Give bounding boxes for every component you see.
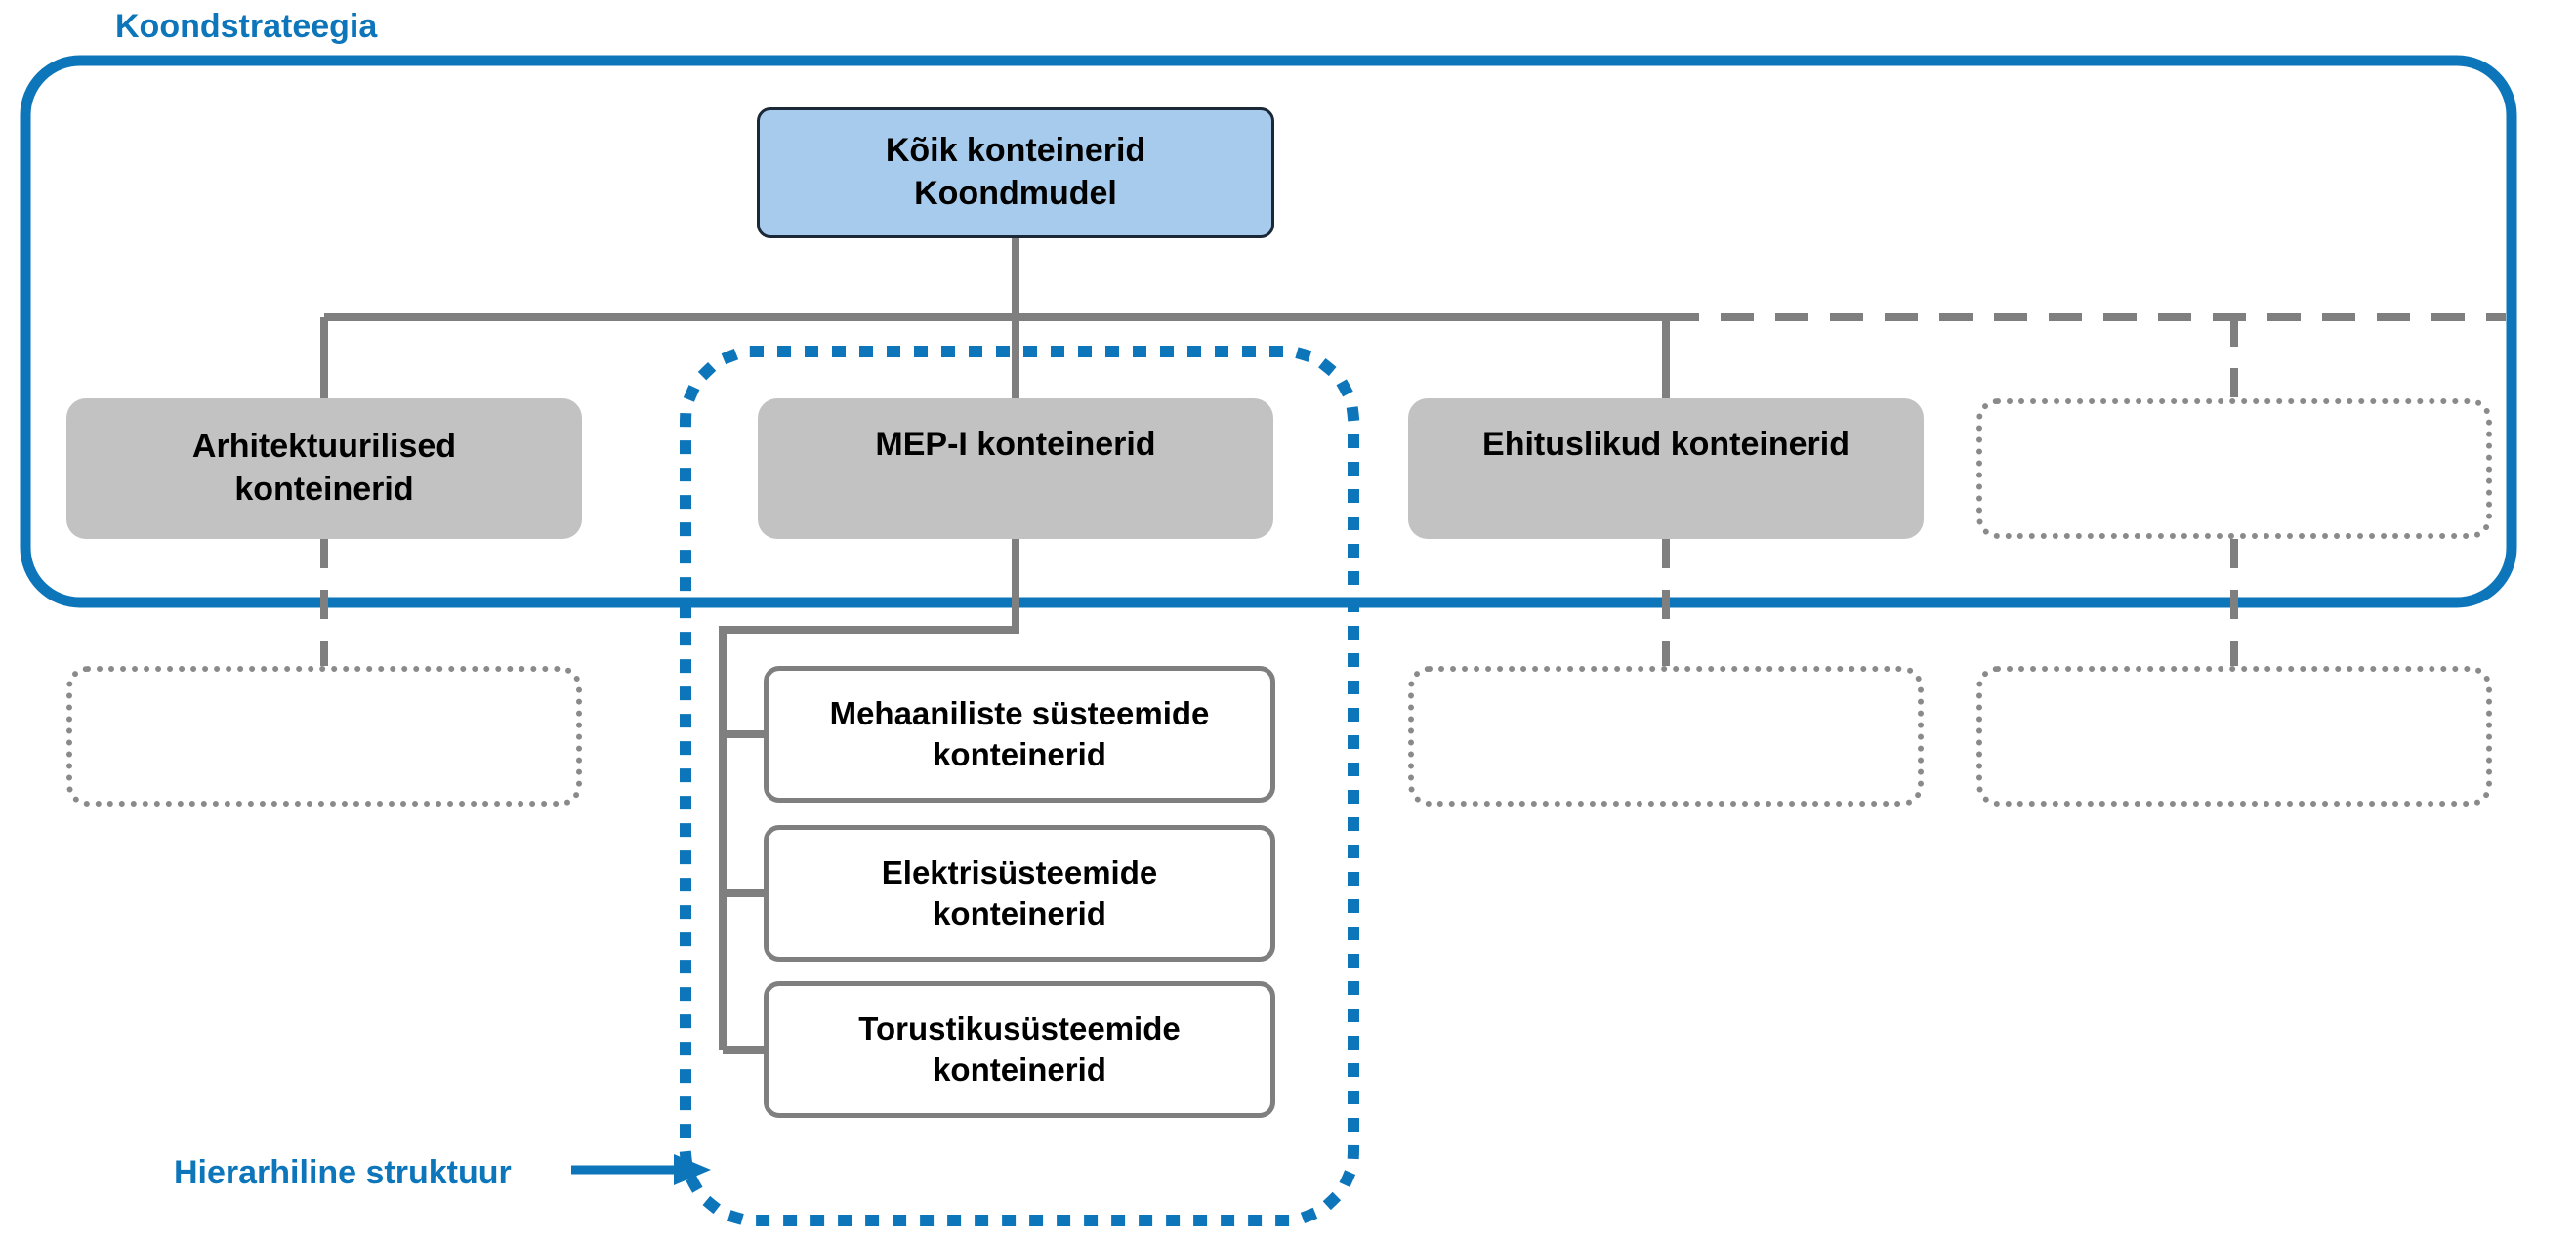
node-placeholder-bottom-right[interactable] — [1976, 666, 2492, 807]
node-group-mep-line1: MEP-I konteinerid — [875, 426, 1156, 463]
node-mep-child-torustiku[interactable]: Torustikusüsteemide konteinerid — [764, 981, 1275, 1118]
node-root-line1: Kõik konteinerid — [885, 132, 1146, 170]
node-mep-child-mehaanilised-line1: Mehaaniliste süsteemide — [829, 694, 1210, 731]
node-root-koondmudel[interactable]: Kõik konteinerid Koondmudel — [757, 107, 1274, 238]
hierarhiline-struktuur-label: Hierarhiline struktuur — [174, 1154, 512, 1191]
node-mep-child-elektri-line1: Elektrisüsteemide — [881, 853, 1158, 890]
hierarhiline-arrow-head — [674, 1154, 711, 1185]
node-group-mep[interactable]: MEP-I konteinerid — [758, 398, 1273, 539]
node-mep-child-elektri-line2: konteinerid — [933, 895, 1106, 931]
node-mep-child-elektri[interactable]: Elektrisüsteemide konteinerid — [764, 825, 1275, 962]
node-group-arhitektuurilised-line1: Arhitektuurilised — [191, 428, 457, 466]
node-mep-child-torustiku-line2: konteinerid — [933, 1052, 1106, 1088]
node-placeholder-bottom-ehituslikud[interactable] — [1408, 666, 1924, 807]
node-mep-child-mehaanilised-line2: konteinerid — [933, 736, 1106, 772]
node-mep-child-mehaanilised[interactable]: Mehaaniliste süsteemide konteinerid — [764, 666, 1275, 803]
node-group-ehituslikud-line1: Ehituslikud konteinerid — [1482, 426, 1849, 463]
node-group-arhitektuurilised[interactable]: Arhitektuurilised konteinerid — [66, 398, 582, 539]
node-placeholder-bottom-arhitektuurilised[interactable] — [66, 666, 582, 807]
node-group-arhitektuurilised-line2: konteinerid — [234, 471, 414, 508]
koondstrateegia-title: Koondstrateegia — [115, 8, 378, 45]
node-group-placeholder-empty[interactable] — [1976, 398, 2492, 539]
node-group-ehituslikud[interactable]: Ehituslikud konteinerid — [1408, 398, 1924, 539]
node-root-line2: Koondmudel — [914, 175, 1117, 212]
node-mep-child-torustiku-line1: Torustikusüsteemide — [858, 1010, 1181, 1047]
